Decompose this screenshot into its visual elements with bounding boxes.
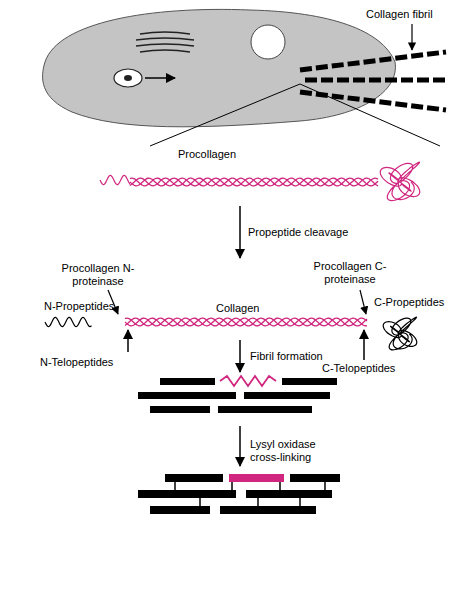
collagen-helix xyxy=(125,318,367,326)
zoom-line xyxy=(300,84,440,146)
collagen-fibrils xyxy=(300,52,446,110)
telopeptide-arrow xyxy=(127,330,129,352)
process-arrow xyxy=(239,340,241,372)
crosslinked-collagen xyxy=(229,474,284,482)
process-arrow xyxy=(239,426,241,466)
fibril-array xyxy=(138,378,337,413)
c-propeptide xyxy=(380,162,419,200)
endoplasmic-reticulum xyxy=(136,32,194,52)
procollagen-helix xyxy=(130,178,378,186)
label: Propeptide cleavage xyxy=(248,226,348,239)
label: C-Propeptides xyxy=(374,296,444,309)
vesicle xyxy=(114,69,142,87)
c-propeptide-cleaved xyxy=(383,317,417,350)
label: Procollagen N-proteinase xyxy=(48,262,148,288)
secretion-arrow xyxy=(145,77,175,79)
label: Procollagen xyxy=(178,148,236,161)
label: C-Telopeptides xyxy=(322,362,395,375)
label: Fibril formation xyxy=(250,350,323,363)
process-arrow xyxy=(239,206,241,258)
collagen-monomer xyxy=(220,376,276,386)
label: N-Propeptides xyxy=(44,300,114,313)
procollagen-helix xyxy=(130,178,378,186)
procollagen-helix xyxy=(130,178,378,186)
label: Lysyl oxidase cross-linking xyxy=(250,438,330,464)
label: Collagen fibril xyxy=(366,8,433,21)
fibril-leader xyxy=(411,24,412,50)
collagen-helix xyxy=(125,318,367,326)
label: Collagen xyxy=(216,302,259,315)
crosslinked-fibril xyxy=(138,474,340,514)
collagen-helix xyxy=(125,318,367,326)
telopeptide-arrow xyxy=(363,330,365,360)
nucleus xyxy=(251,25,285,59)
n-propeptide-cleaved xyxy=(45,317,92,326)
crosslinks xyxy=(175,482,325,506)
cell xyxy=(43,9,396,126)
vesicle-core xyxy=(124,75,132,81)
n-propeptide xyxy=(100,175,130,184)
zoom-line xyxy=(150,84,300,146)
label: Procollagen C-proteinase xyxy=(300,260,400,286)
cleavage-arrow xyxy=(360,290,366,314)
label: N-Telopeptides xyxy=(40,356,113,369)
